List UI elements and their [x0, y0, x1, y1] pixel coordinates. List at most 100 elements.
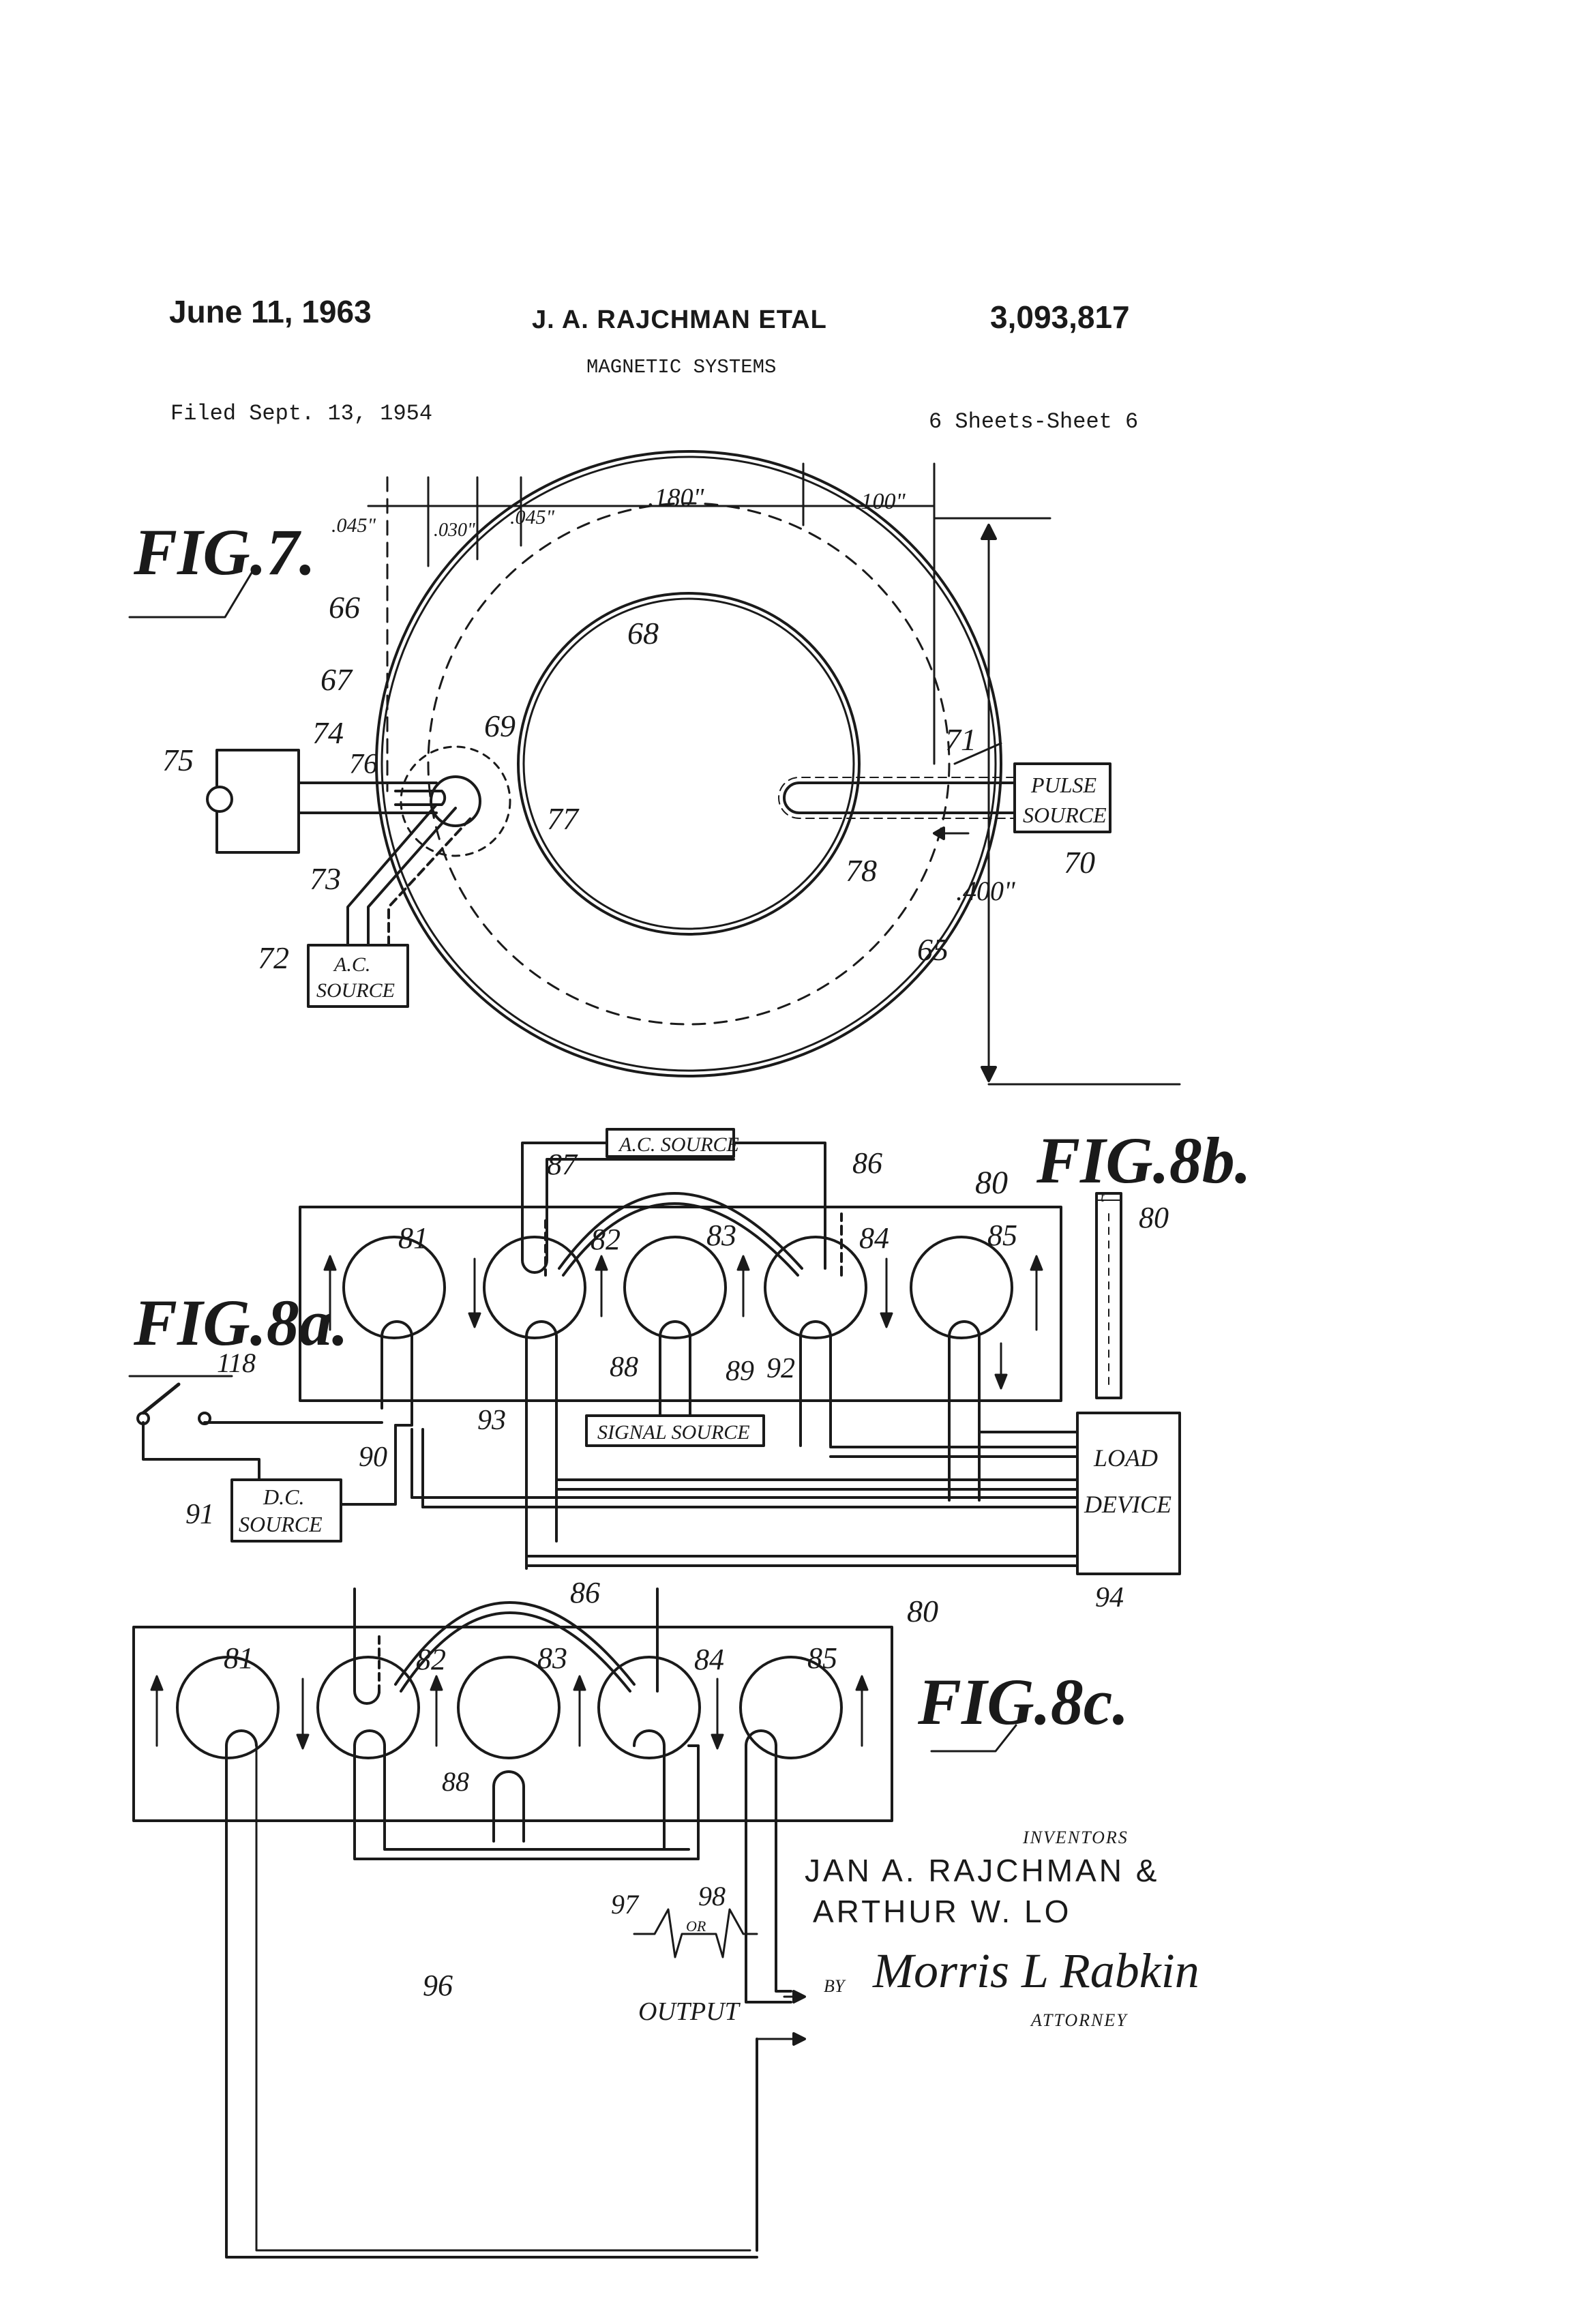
dim-045-a: .045" — [331, 514, 376, 537]
svg-text:86: 86 — [570, 1576, 600, 1609]
svg-text:86: 86 — [852, 1146, 882, 1180]
by-label: BY — [824, 1976, 845, 1996]
svg-text:85: 85 — [807, 1641, 837, 1675]
aperture-83 — [623, 1236, 727, 1339]
aperture-82-fig8c — [316, 1656, 420, 1759]
svg-text:118: 118 — [217, 1347, 256, 1378]
svg-text:83: 83 — [537, 1641, 567, 1675]
aperture-82 — [483, 1236, 586, 1339]
svg-text:OR: OR — [686, 1918, 706, 1935]
svg-text:88: 88 — [610, 1352, 638, 1383]
svg-text:94: 94 — [1095, 1582, 1124, 1613]
plate-80-fig8c — [132, 1626, 893, 1822]
inventor-2-name: ARTHUR W. LO — [813, 1894, 1072, 1929]
svg-text:84: 84 — [859, 1221, 889, 1255]
svg-text:83: 83 — [706, 1219, 736, 1252]
svg-text:80: 80 — [907, 1594, 938, 1628]
svg-text:SOURCE: SOURCE — [316, 979, 395, 1002]
plate-80 — [299, 1206, 1062, 1402]
svg-text:89: 89 — [726, 1356, 754, 1387]
svg-text:A.C. SOURCE: A.C. SOURCE — [618, 1133, 739, 1156]
svg-text:85: 85 — [987, 1219, 1017, 1252]
patent-number: 3,093,817 — [990, 299, 1130, 335]
winding-71 — [783, 781, 1016, 814]
svg-text:82: 82 — [416, 1643, 446, 1676]
aperture-85 — [910, 1236, 1013, 1339]
svg-text:D.C.: D.C. — [263, 1485, 304, 1509]
hole-69 — [430, 775, 481, 827]
svg-text:90: 90 — [359, 1442, 387, 1473]
svg-text:88: 88 — [442, 1766, 469, 1797]
svg-text:98: 98 — [698, 1881, 726, 1911]
dim-100: .100" — [855, 489, 906, 514]
attorney-signature: Morris L Rabkin — [872, 1943, 1199, 1998]
svg-text:97: 97 — [611, 1889, 640, 1920]
toroid-inner — [517, 592, 861, 936]
svg-text:69: 69 — [484, 709, 516, 743]
aperture-84-fig8c — [597, 1656, 701, 1759]
svg-text:t: t — [1101, 1190, 1105, 1205]
fig8b-label: FIG.8b. — [1036, 1124, 1251, 1197]
pulse-waveform-97 — [633, 1908, 704, 1958]
svg-text:72: 72 — [258, 940, 289, 975]
svg-text:93: 93 — [477, 1405, 506, 1436]
filed-date: Filed Sept. 13, 1954 — [170, 401, 433, 426]
figure-8c: FIG.8c. 80 81 82 83 84 85 86 88 96 97 98… — [132, 1576, 1129, 2259]
ac-source-box-fig7 — [307, 944, 409, 1008]
svg-text:SOURCE: SOURCE — [239, 1512, 323, 1536]
fig8c-label: FIG.8c. — [917, 1665, 1129, 1738]
svg-text:A.C.: A.C. — [333, 953, 370, 976]
figure-8b: FIG.8b. t 80 — [1036, 1124, 1251, 1399]
dim-180: .180" — [648, 483, 705, 512]
svg-text:81: 81 — [398, 1221, 428, 1255]
dim-030: .030" — [434, 520, 475, 541]
svg-text:82: 82 — [591, 1223, 621, 1256]
pulse-source-box — [1013, 762, 1111, 833]
svg-text:70: 70 — [1064, 845, 1095, 880]
svg-text:80: 80 — [1139, 1201, 1169, 1234]
svg-text:71: 71 — [945, 722, 976, 757]
aperture-81 — [342, 1236, 446, 1339]
aperture-85-fig8c — [739, 1656, 843, 1759]
svg-text:96: 96 — [423, 1969, 453, 2002]
inventor-1-name: JAN A. RAJCHMAN & — [805, 1853, 1160, 1888]
toroid-dashed-66 — [427, 502, 951, 1026]
toroid-outer — [375, 450, 1002, 1077]
svg-text:81: 81 — [224, 1641, 254, 1675]
svg-text:67: 67 — [320, 662, 353, 697]
dc-source-box — [230, 1478, 342, 1543]
figure-7: FIG.7. .045" .030" .045" .180" .100" .40… — [128, 450, 1181, 1086]
svg-text:65: 65 — [917, 932, 949, 967]
svg-text:PULSE: PULSE — [1030, 773, 1096, 797]
svg-text:80: 80 — [975, 1165, 1008, 1201]
svg-text:74: 74 — [312, 715, 344, 750]
svg-text:76: 76 — [349, 749, 378, 780]
svg-text:92: 92 — [766, 1353, 795, 1384]
svg-text:66: 66 — [329, 590, 360, 625]
dim-400: .400" — [956, 876, 1015, 906]
inventors-short: J. A. RAJCHMAN ETAL — [532, 306, 827, 334]
inventors-label: INVENTORS — [1023, 1828, 1129, 1847]
svg-text:OUTPUT: OUTPUT — [638, 1997, 741, 2026]
svg-text:DEVICE: DEVICE — [1084, 1491, 1171, 1518]
svg-text:SOURCE: SOURCE — [1023, 803, 1107, 827]
dim-045-b: .045" — [510, 506, 555, 528]
indicator-lamp-75 — [206, 786, 233, 813]
svg-text:68: 68 — [627, 616, 659, 651]
svg-text:SIGNAL SOURCE: SIGNAL SOURCE — [597, 1421, 750, 1444]
figure-8a: FIG.8a. A.C. SOURCE — [128, 1128, 1181, 1613]
pulse-waveform-98 — [701, 1908, 758, 1958]
patent-title: MAGNETIC SYSTEMS — [586, 356, 777, 378]
patent-date: June 11, 1963 — [169, 294, 372, 329]
svg-text:73: 73 — [310, 861, 341, 896]
svg-text:LOAD: LOAD — [1093, 1444, 1158, 1472]
fig8a-label: FIG.8a. — [133, 1286, 348, 1359]
aperture-83-fig8c — [457, 1656, 561, 1759]
signal-source-box — [585, 1414, 765, 1447]
load-device-box — [1076, 1412, 1181, 1575]
plate-edge-view-80 — [1095, 1192, 1122, 1399]
svg-text:87: 87 — [547, 1148, 578, 1181]
fig7-label: FIG.7. — [133, 516, 316, 589]
svg-text:84: 84 — [694, 1643, 724, 1676]
